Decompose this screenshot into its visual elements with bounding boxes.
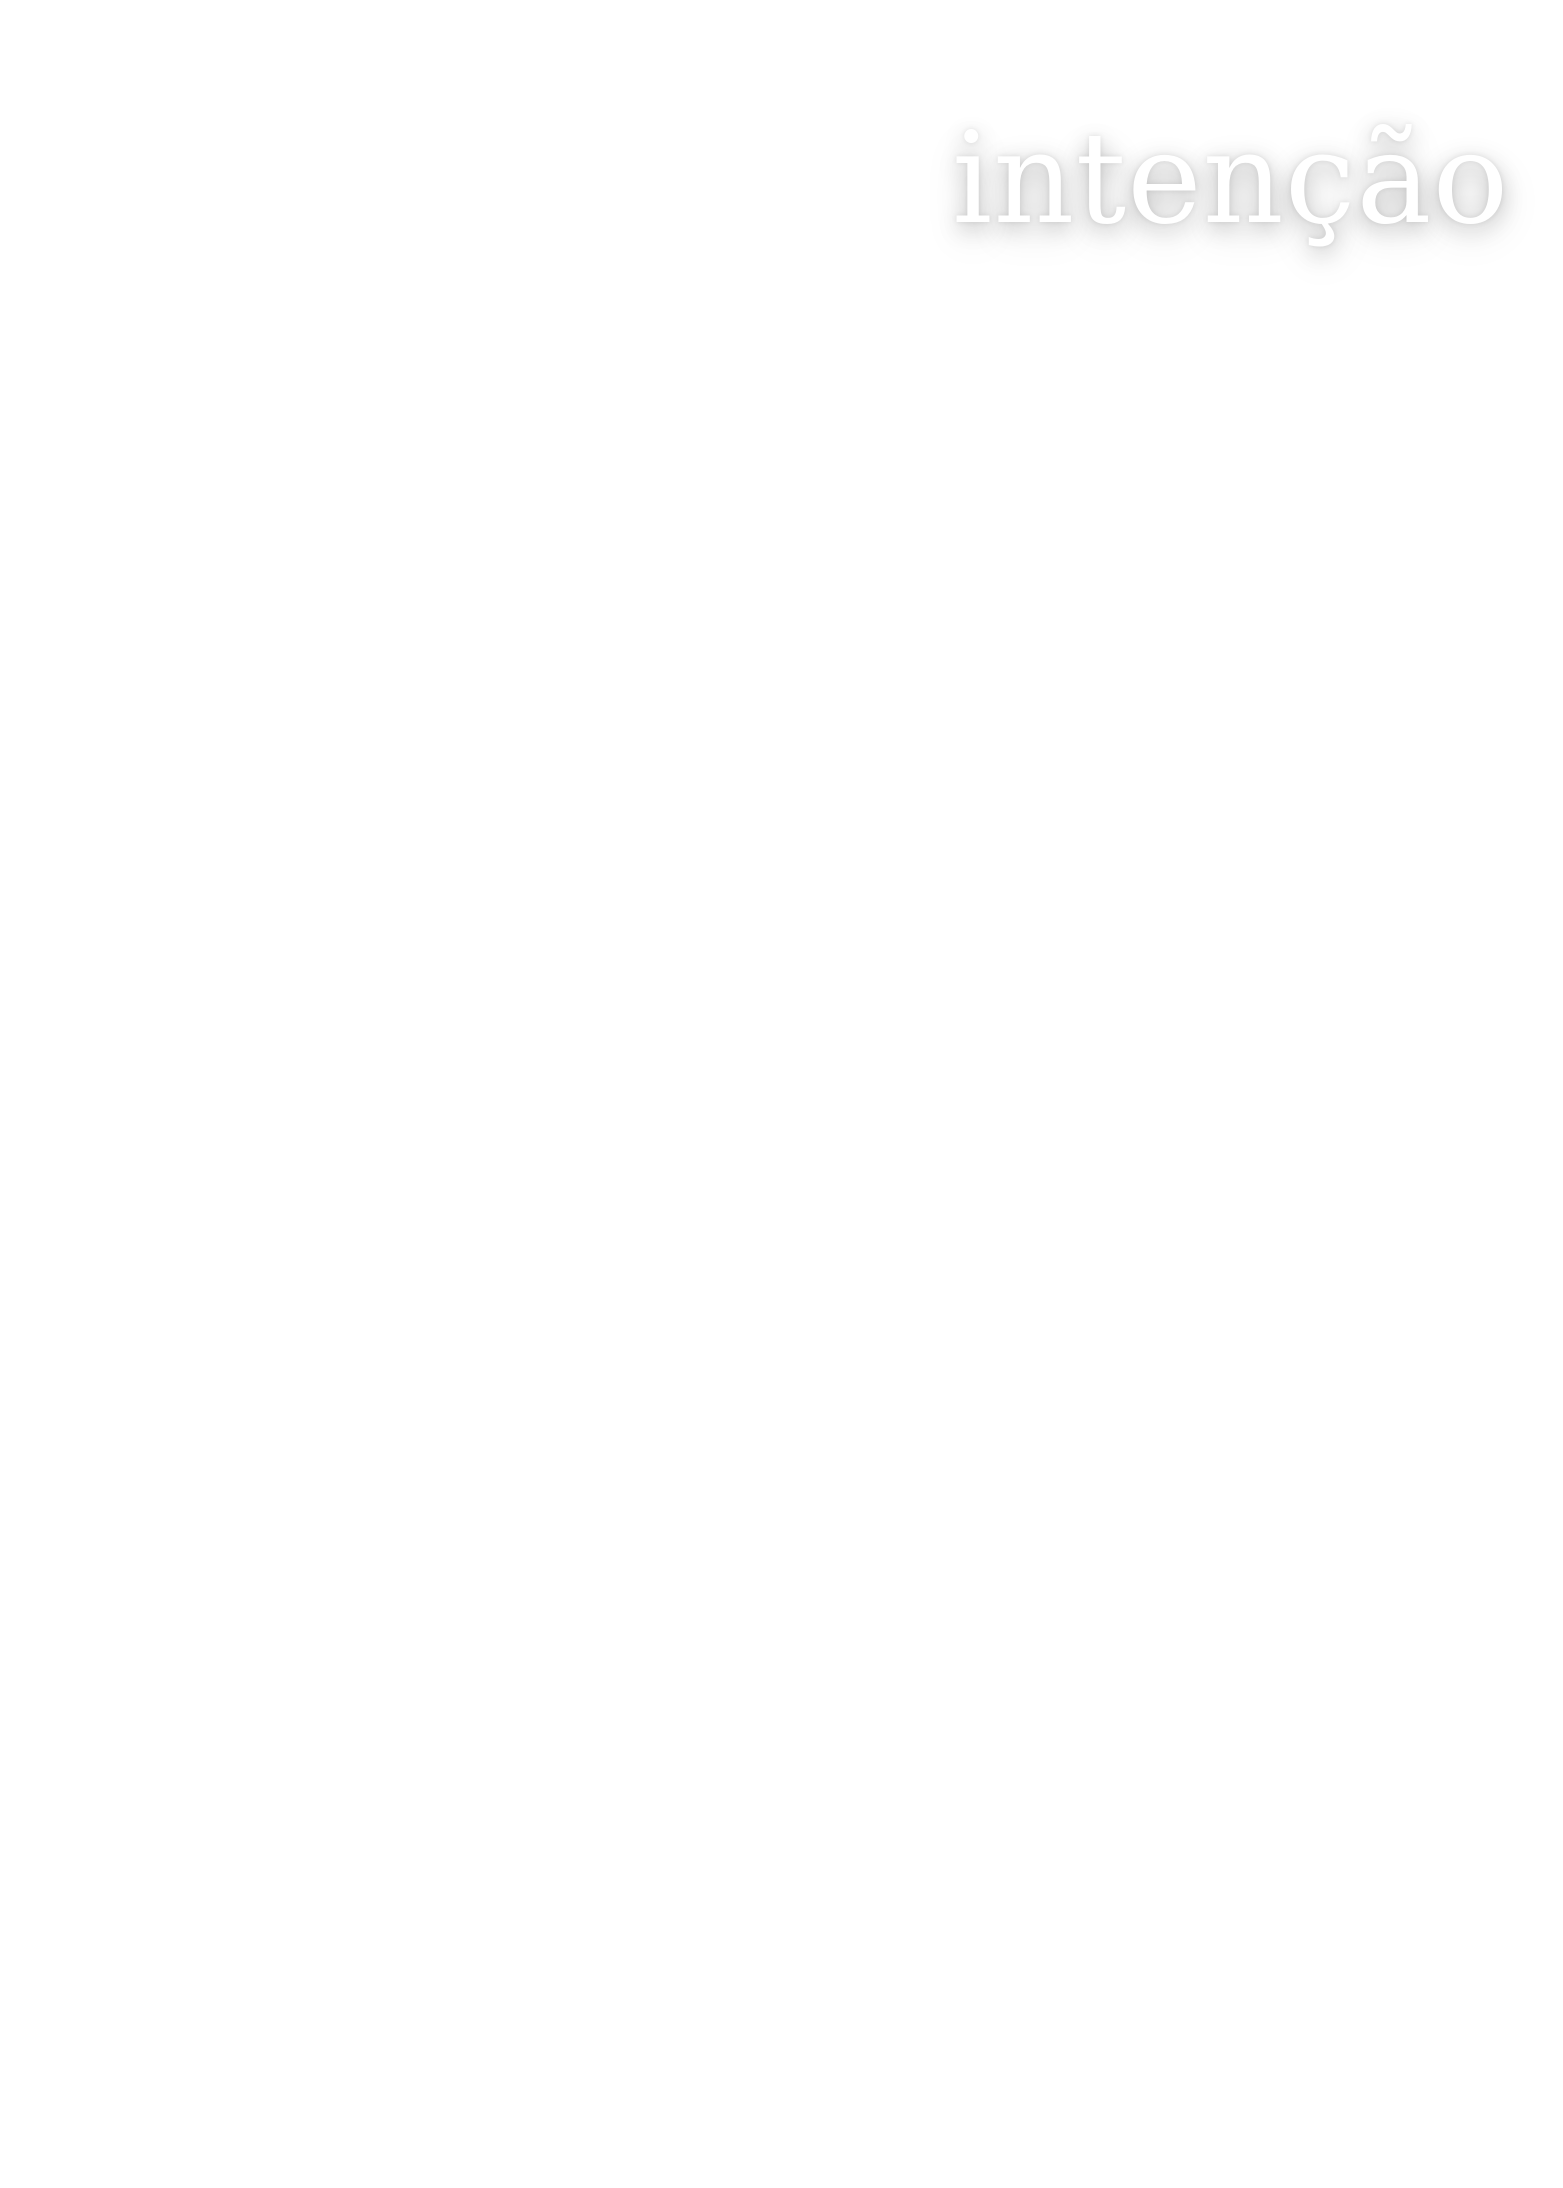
title-area: intenção [930,105,1530,290]
page-title: intenção [952,105,1510,252]
